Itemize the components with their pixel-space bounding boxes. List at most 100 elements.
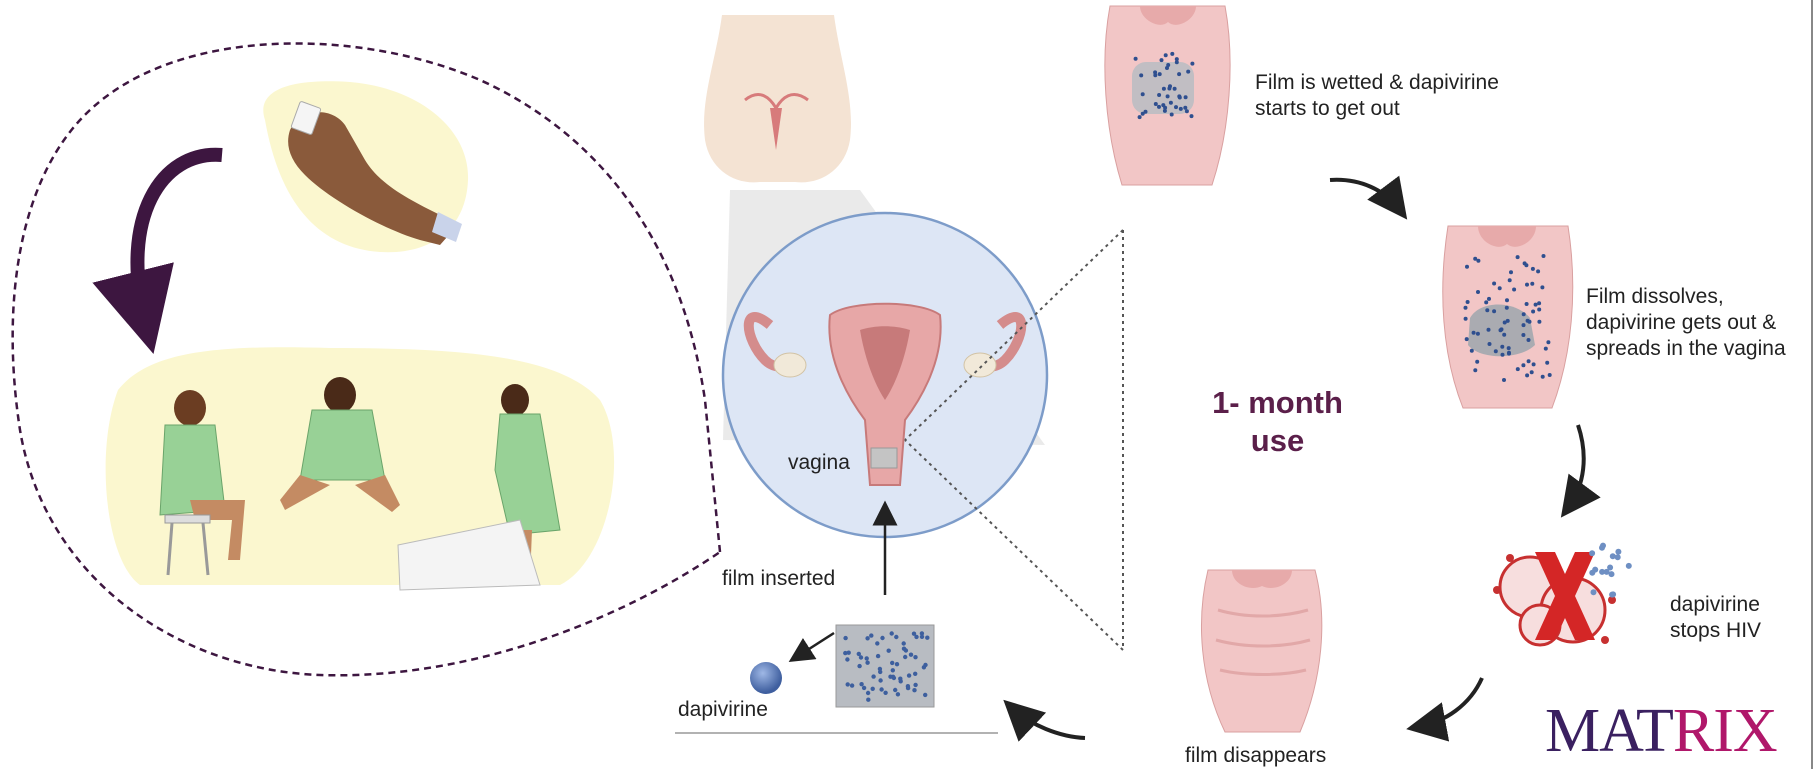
- logo-text-part-2: RIX: [1673, 697, 1777, 765]
- molecule-dot: [1532, 362, 1536, 366]
- molecule-dot: [1169, 101, 1173, 105]
- molecule-dot: [1540, 285, 1544, 289]
- logo-text-part-1: MAT: [1545, 697, 1673, 765]
- molecule-dot: [1134, 57, 1138, 61]
- molecule-dot: [895, 662, 899, 666]
- molecule-dot: [1522, 323, 1526, 327]
- molecule-dot: [1502, 333, 1506, 337]
- molecule-dot: [1607, 565, 1613, 571]
- molecule-dot: [1522, 312, 1526, 316]
- molecule-dot: [907, 673, 911, 677]
- molecule-dot: [1166, 63, 1170, 67]
- woman-inserting-film-icon: [106, 347, 614, 590]
- vagina-tissue-wetted-icon: [1105, 6, 1230, 185]
- molecule-dot: [1545, 361, 1549, 365]
- cycle-arrow-2: [1568, 425, 1584, 508]
- molecule-dot: [1141, 92, 1145, 96]
- step-dissolves-line-2: dapivirine gets out &: [1586, 310, 1786, 336]
- molecule-dot: [1183, 106, 1187, 110]
- molecule-dot: [846, 682, 850, 686]
- molecule-dot: [1492, 282, 1496, 286]
- molecule-dot: [893, 688, 897, 692]
- molecule-dot: [1179, 107, 1183, 111]
- molecule-dot: [871, 687, 875, 691]
- molecule-dot: [925, 636, 929, 640]
- molecule-dot: [1487, 328, 1491, 332]
- molecule-dot: [1476, 290, 1480, 294]
- molecule-dot: [1170, 52, 1174, 56]
- molecule-dot: [913, 672, 917, 676]
- molecule-dot: [871, 674, 875, 678]
- vagina-tissue-clear-icon: [1201, 570, 1321, 732]
- molecule-dot: [1537, 308, 1541, 312]
- molecule-dot: [1166, 94, 1170, 98]
- cycle-arrow-4: [1012, 708, 1085, 738]
- molecule-dot: [1591, 589, 1597, 595]
- molecule-dot: [847, 651, 851, 655]
- molecule-dot: [902, 641, 906, 645]
- molecule-dot: [1589, 570, 1595, 576]
- molecule-dot: [1473, 257, 1477, 261]
- dapivirine-label: dapivirine: [678, 697, 768, 723]
- molecule-dot: [1485, 308, 1489, 312]
- cycle-arrow-3: [1418, 678, 1482, 727]
- molecule-dot: [906, 686, 910, 690]
- molecule-dot: [878, 667, 882, 671]
- molecule-dot: [879, 687, 883, 691]
- molecule-dot: [862, 686, 866, 690]
- molecule-dot: [1500, 345, 1504, 349]
- molecule-dot: [1537, 320, 1541, 324]
- molecule-dot: [850, 683, 854, 687]
- molecule-dot: [1476, 332, 1480, 336]
- molecule-dot: [866, 691, 870, 695]
- molecule-dot: [1505, 298, 1509, 302]
- molecule-dot: [1509, 270, 1513, 274]
- molecule-dot: [1512, 288, 1516, 292]
- molecule-dot: [1501, 353, 1505, 357]
- molecule-dot: [1494, 349, 1498, 353]
- molecule-dot: [1190, 62, 1194, 66]
- dapivirine-molecule-icon: [750, 662, 782, 694]
- molecule-dot: [1521, 333, 1525, 337]
- one-month-line-2: use: [1195, 422, 1360, 460]
- molecule-dot: [1502, 378, 1506, 382]
- step-wetted-line-1: Film is wetted & dapivirine: [1255, 70, 1499, 96]
- step-dissolves-label: Film dissolves, dapivirine gets out & sp…: [1586, 284, 1786, 362]
- molecule-dot: [1599, 545, 1605, 551]
- molecule-dot: [1160, 58, 1164, 62]
- molecule-dot: [1548, 373, 1552, 377]
- molecule-dot: [1541, 375, 1545, 379]
- molecule-dot: [888, 675, 892, 679]
- cycle-arrow-1: [1330, 180, 1400, 210]
- molecule-dot: [1153, 70, 1157, 74]
- molecule-dot: [1178, 96, 1182, 100]
- molecule-dot: [1465, 337, 1469, 341]
- molecule-dot: [1164, 53, 1168, 57]
- molecule-dot: [898, 677, 902, 681]
- molecule-dot: [1544, 347, 1548, 351]
- molecule-dot: [890, 631, 894, 635]
- molecule-dot: [1158, 72, 1162, 76]
- molecule-dot: [1516, 367, 1520, 371]
- molecule-dot: [843, 636, 847, 640]
- step-wetted-label: Film is wetted & dapivirine starts to ge…: [1255, 70, 1499, 122]
- molecule-dot: [1534, 303, 1538, 307]
- vagina-label: vagina: [788, 450, 850, 476]
- molecule-dot: [1162, 87, 1166, 91]
- step-disappears-label: film disappears: [1185, 743, 1326, 769]
- step-wetted-line-2: starts to get out: [1255, 96, 1499, 122]
- body-torso-icon: [704, 15, 851, 182]
- molecule-dot: [1154, 102, 1158, 106]
- molecule-dot: [1507, 352, 1511, 356]
- molecule-dot: [1174, 105, 1178, 109]
- molecule-dot: [865, 656, 869, 660]
- molecule-dot: [1505, 306, 1509, 310]
- molecule-dot: [1530, 282, 1534, 286]
- molecule-dot: [869, 633, 873, 637]
- molecule-dot: [1470, 349, 1474, 353]
- molecule-dot: [909, 653, 913, 657]
- molecule-dot: [1170, 113, 1174, 117]
- molecule-dot: [1139, 73, 1143, 77]
- molecule-dot: [1161, 103, 1165, 107]
- molecule-dot: [1525, 283, 1529, 287]
